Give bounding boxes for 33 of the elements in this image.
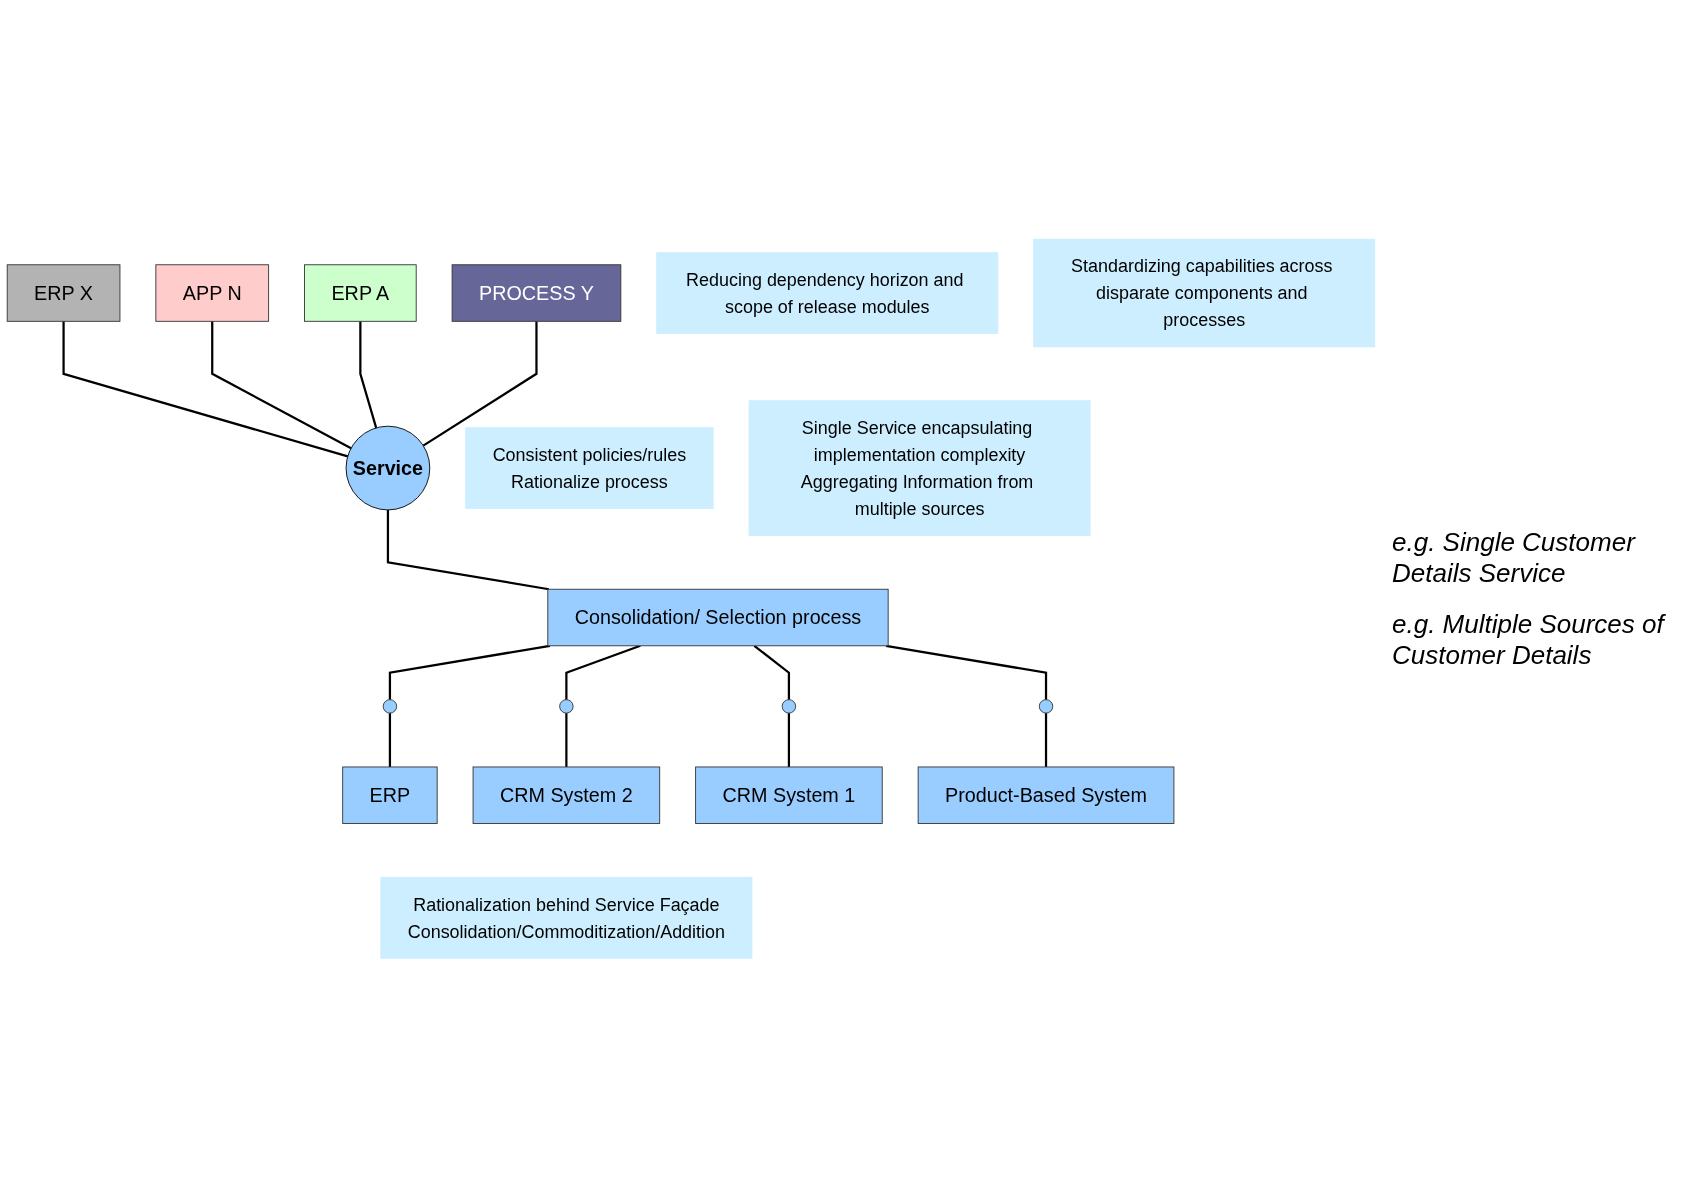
connector [388,713,392,768]
connector [422,321,538,447]
connector [62,321,349,458]
node-box: Reducing dependency horizon and scope of release modules [656,252,999,335]
node-box: CRM System 1 [695,766,883,825]
node-circle [781,699,797,714]
connector [1044,713,1048,768]
connector [885,645,1048,700]
node-box: ERP A [304,264,417,323]
connector [386,510,550,591]
connector [787,713,791,768]
node-box: PROCESS Y [451,264,622,323]
node-circle: Service [345,426,431,511]
connector [388,645,551,700]
node-box: Consolidation/ Selection process [547,589,889,647]
node-box: Consistent policies/rules Rationalize process [465,427,714,510]
connector [211,321,352,450]
node-box: Rationalization behind Service Façade Consolidation/Commoditization/Addition [380,877,753,959]
connector [753,645,791,700]
note-text: e.g. Single Customer Details Service [1392,527,1637,589]
node-box: CRM System 2 [472,766,661,825]
node-box: Standardizing capabilities across disparate components and processes [1033,239,1376,348]
node-box: Single Service encapsulating implementation complexity Aggregating Information from multiple sources [748,400,1091,537]
connector [565,713,568,768]
node-box: ERP X [6,264,121,323]
node-circle [382,699,398,714]
connector [359,321,378,429]
node-box: ERP [342,766,438,825]
node-circle [559,699,574,714]
node-box: APP N [155,264,270,323]
note-text: e.g. Multiple Sources of Customer Details [1392,609,1667,671]
node-circle [1038,699,1054,714]
node-box: Product-Based System [917,766,1175,825]
